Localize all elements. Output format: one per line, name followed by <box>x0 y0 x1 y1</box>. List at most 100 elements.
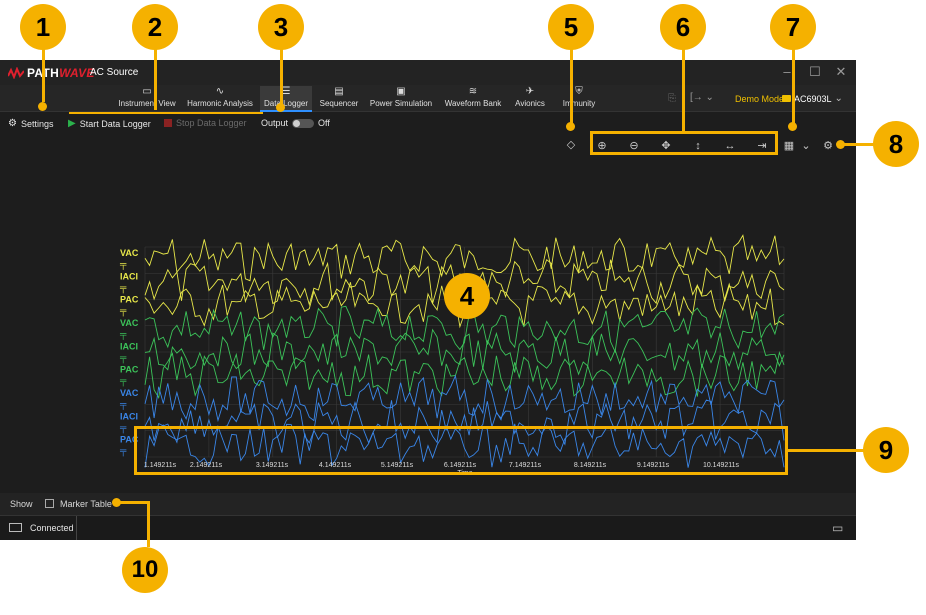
callout-badge-8: 8 <box>873 121 919 167</box>
marker-icon[interactable]: ◇ <box>566 139 576 151</box>
channel-label: PAC <box>120 295 139 305</box>
maximize-icon[interactable]: ☐ <box>809 64 821 79</box>
callout-dot-3 <box>276 103 285 112</box>
channel-labels: VAC╤IACI╤PAC╤VAC╤IACI╤PAC╤VAC╤IACI╤PAC╤ <box>119 248 139 457</box>
data-logger-toolbar: ⚙ Settings ▶ Start Data Logger Stop Data… <box>0 113 856 135</box>
x-tick-label: 3.149211s <box>256 462 289 469</box>
status-bar: Connected ▭ <box>0 515 856 540</box>
channel-ground-icon: ╤ <box>119 306 127 317</box>
connection-status: Connected <box>30 523 74 533</box>
chat-icon[interactable]: ▭ <box>832 521 844 535</box>
channel-label: PAC <box>120 435 139 445</box>
pathwave-logo: PATHWAVE <box>8 66 95 80</box>
callout-leader-5 <box>570 44 573 126</box>
channel-ground-icon: ╤ <box>119 352 127 363</box>
login-icon[interactable]: [→ ⌄ <box>690 92 714 103</box>
fit-to-screen-icon[interactable]: ⇥ <box>757 140 767 152</box>
channel-ground-icon: ╤ <box>119 376 127 387</box>
channel-label: PAC <box>120 365 139 375</box>
callout-badge-1: 1 <box>20 4 66 50</box>
callout-badge-9: 9 <box>863 427 909 473</box>
title-bar: PATHWAVE AC Source – ☐ ✕ <box>0 60 856 85</box>
channel-label: IACI <box>120 271 138 281</box>
x-tick-label: 10.149211s <box>703 462 740 469</box>
chevron-down-icon: ⌄ <box>834 93 843 104</box>
callout-dot-10 <box>112 498 121 507</box>
callout-dot-7 <box>788 122 797 131</box>
instrument-chip-icon <box>782 95 791 102</box>
channel-label: IACI <box>120 411 138 421</box>
channel-ground-icon: ╤ <box>119 422 127 433</box>
export-icon[interactable]: ⎘ <box>668 93 676 104</box>
tab-data-logger[interactable]: ☰ Data Logger <box>260 86 312 112</box>
tab-power-simulation[interactable]: ▣ Power Simulation <box>366 86 436 112</box>
start-data-logger-button[interactable]: ▶ Start Data Logger <box>68 118 151 129</box>
show-label: Show <box>10 499 33 509</box>
highlight-start-stop <box>69 112 263 114</box>
marker-table-checkbox[interactable] <box>45 499 54 508</box>
harmonic-icon: ∿ <box>215 86 225 97</box>
callout-leader-10b <box>147 501 150 547</box>
minimize-icon[interactable]: – <box>783 64 791 79</box>
navigation-tabs: ? ▭ Instrument View ∿ Harmonic Analysis … <box>0 85 856 128</box>
series-trace <box>144 350 785 400</box>
tab-waveform-bank[interactable]: ≋ Waveform Bank <box>440 86 506 112</box>
callout-dot-8 <box>836 140 845 149</box>
callout-badge-5: 5 <box>548 4 594 50</box>
connection-icon <box>9 523 22 532</box>
stop-icon <box>164 119 172 127</box>
highlight-chart-tools <box>590 131 778 155</box>
tab-harmonic-analysis[interactable]: ∿ Harmonic Analysis <box>184 86 256 112</box>
callout-badge-6: 6 <box>660 4 706 50</box>
zoom-in-icon[interactable]: ⊕ <box>597 140 607 152</box>
instrument-icon: ▭ <box>142 86 152 97</box>
tab-sequencer[interactable]: ▤ Sequencer <box>316 86 362 112</box>
waveform-bank-icon: ≋ <box>468 86 478 97</box>
channel-label: VAC <box>120 388 139 398</box>
model-selector[interactable]: AC6903L ⌄ <box>782 93 843 104</box>
callout-badge-7: 7 <box>770 4 816 50</box>
close-icon[interactable]: ✕ <box>835 64 847 79</box>
channel-ground-icon: ╤ <box>119 329 127 340</box>
series-trace <box>144 423 785 468</box>
x-tick-label: 5.149211s <box>381 462 414 469</box>
zoom-out-icon[interactable]: ⊖ <box>629 140 639 152</box>
settings-button[interactable]: ⚙ Settings <box>8 118 54 129</box>
channel-ground-icon: ╤ <box>119 259 127 270</box>
callout-leader-9 <box>788 449 864 452</box>
channel-label: IACI <box>120 341 138 351</box>
data-logger-chart: VAC╤IACI╤PAC╤VAC╤IACI╤PAC╤VAC╤IACI╤PAC╤ … <box>119 234 785 477</box>
callout-badge-4: 4 <box>444 273 490 319</box>
gear-icon: ⚙ <box>8 118 17 129</box>
x-tick-label: 6.149211s <box>444 462 477 469</box>
x-tick-label: 1.149211s <box>144 462 177 469</box>
tab-immunity[interactable]: ⛨ Immunity <box>556 86 602 112</box>
channel-ground-icon: ╤ <box>119 399 127 410</box>
pathwave-logo-icon <box>8 67 24 79</box>
power-sim-icon: ▣ <box>396 86 406 97</box>
channel-ground-icon: ╤ <box>119 446 127 457</box>
chevron-down-icon[interactable]: ⌄ <box>801 140 811 152</box>
chart-settings-icon[interactable]: ⚙ <box>823 140 833 152</box>
chart-traces <box>144 234 785 468</box>
stop-data-logger-button[interactable]: Stop Data Logger <box>164 118 247 128</box>
callout-dot-5 <box>566 122 575 131</box>
tab-avionics[interactable]: ✈ Avionics <box>508 86 552 112</box>
tab-instrument-view[interactable]: ▭ Instrument View <box>112 86 182 112</box>
divider <box>76 516 77 540</box>
callout-dot-1 <box>38 102 47 111</box>
output-toggle[interactable]: Output Off <box>261 118 330 128</box>
callout-leader-10a <box>118 501 148 504</box>
horizontal-zoom-icon[interactable]: ↔ <box>724 140 736 152</box>
series-trace <box>144 374 785 423</box>
output-switch[interactable] <box>292 118 315 128</box>
grid-layout-icon[interactable]: ▦ <box>783 140 795 152</box>
x-tick-label: 4.149211s <box>319 462 352 469</box>
callout-leader-6 <box>682 44 685 131</box>
pan-icon[interactable]: ✥ <box>661 140 671 152</box>
series-trace <box>144 234 785 282</box>
callout-badge-2: 2 <box>132 4 178 50</box>
vertical-zoom-icon[interactable]: ↕ <box>695 140 701 152</box>
